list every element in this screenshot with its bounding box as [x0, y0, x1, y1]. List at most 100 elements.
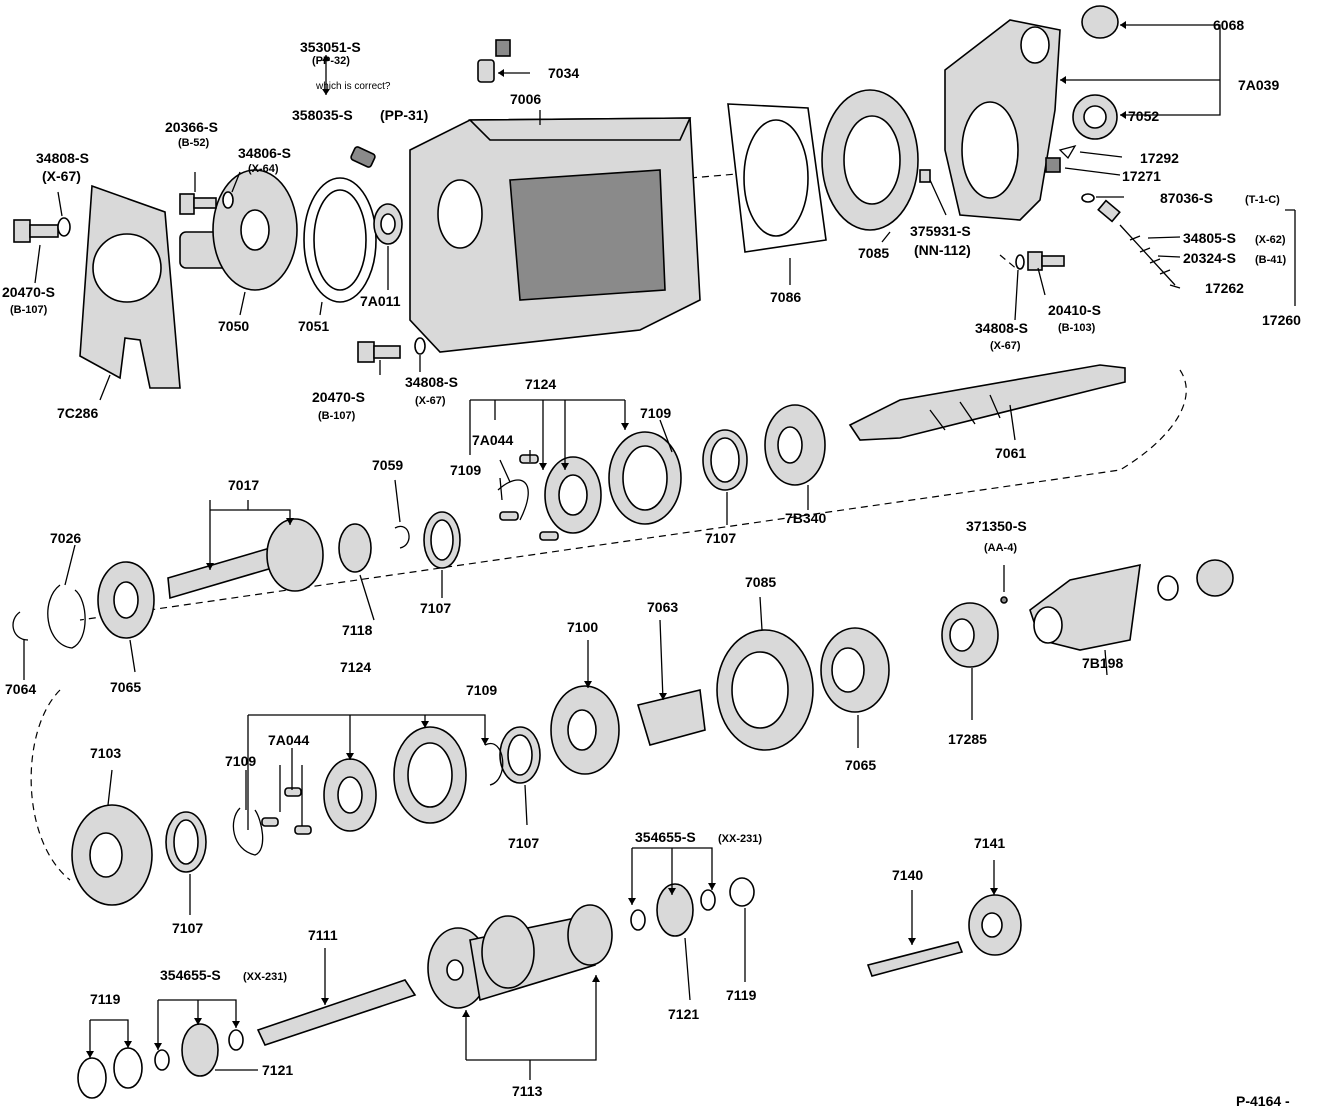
plug-358035 [350, 146, 376, 168]
label-375931: 375931-S [910, 223, 971, 239]
label-34806-code: (X-64) [248, 163, 279, 175]
spring-7109-top [497, 479, 529, 521]
label-20366: 20366-S [165, 119, 218, 135]
label-7111: 7111 [308, 927, 338, 943]
label-7121-left: 7121 [262, 1062, 293, 1078]
label-354655-right-code: (XX-231) [718, 833, 762, 845]
extension-housing-7A039 [944, 19, 1061, 221]
speedometer-gear-17260 [1097, 199, 1176, 286]
label-20324-code: (B-41) [1255, 254, 1287, 266]
label-7A039: 7A039 [1238, 77, 1279, 93]
label-7059: 7059 [372, 457, 403, 473]
yoke-7B198 [1029, 563, 1141, 651]
label-87036: 87036-S [1160, 190, 1213, 206]
gear-7063 [636, 689, 706, 746]
cluster-gear-7113 [427, 904, 613, 1009]
label-20410: 20410-S [1048, 302, 1101, 318]
label-371350: 371350-S [966, 518, 1027, 534]
oring-87036 [1081, 193, 1095, 203]
vent-7034 [477, 39, 511, 83]
label-7B340: 7B340 [785, 510, 826, 526]
assembly-path-upper [79, 171, 1187, 621]
label-20410-code: (B-103) [1058, 322, 1096, 334]
label-20366-code: (B-52) [178, 137, 210, 149]
label-7121-right: 7121 [668, 1006, 699, 1022]
label-7109-low-right: 7109 [466, 682, 497, 698]
snap-ring-7064 [12, 611, 29, 641]
label-7063: 7063 [647, 599, 678, 615]
label-7065-right: 7065 [845, 757, 876, 773]
label-353051-code: (PP-32) [312, 55, 350, 67]
label-7140: 7140 [892, 867, 923, 883]
washer-354655-right-a [630, 909, 646, 931]
label-17260: 17260 [1262, 312, 1301, 328]
label-7107-low: 7107 [508, 835, 539, 851]
mainshaft-7061 [848, 364, 1126, 441]
clip-17292 [1058, 144, 1077, 160]
label-7109-low-left: 7109 [225, 753, 256, 769]
label-34805-code: (X-62) [1255, 234, 1286, 246]
snap-ring-7059 [394, 525, 410, 549]
label-20470-mid-code: (B-107) [318, 410, 356, 422]
thrust-washer-7119-left-a [77, 1057, 107, 1099]
label-7109-top-left: 7109 [450, 462, 481, 478]
nut [1196, 559, 1234, 597]
label-7107-top: 7107 [705, 530, 736, 546]
washer-34808-mid [414, 337, 426, 355]
label-34808-left-code: (X-67) [42, 168, 81, 184]
label-17292: 17292 [1140, 150, 1179, 166]
label-353051: 353051-S [300, 39, 361, 55]
label-7065-left: 7065 [110, 679, 141, 695]
bolt-20470-top [13, 219, 59, 243]
label-7B198: 7B198 [1082, 655, 1123, 671]
label-7119-right: 7119 [726, 987, 757, 1003]
washer-354655-right-b [700, 889, 716, 911]
label-7085-top: 7085 [858, 245, 889, 261]
countershaft-7111 [256, 979, 417, 1046]
label-20324: 20324-S [1183, 250, 1236, 266]
label-7A011: 7A011 [360, 293, 401, 309]
label-7C286: 7C286 [57, 405, 98, 421]
label-7107-mid: 7107 [420, 600, 451, 616]
transmission-case-7006 [409, 117, 701, 353]
label-20470-left: 20470-S [2, 284, 55, 300]
label-7124-low: 7124 [340, 659, 371, 675]
label-6068: 6068 [1213, 17, 1244, 33]
plug-17271 [1045, 157, 1061, 173]
label-7026: 7026 [50, 530, 81, 546]
label-7051: 7051 [298, 318, 329, 334]
label-354655-left-code: (XX-231) [243, 971, 287, 983]
pin-375931 [919, 169, 931, 183]
label-17271: 17271 [1122, 168, 1161, 184]
spring-7109-right [484, 742, 504, 786]
bearing-rollers-7118 [338, 523, 372, 573]
label-34808-left: 34808-S [36, 150, 89, 166]
label-7124-top: 7124 [525, 376, 556, 392]
label-7052: 7052 [1128, 108, 1159, 124]
label-7017: 7017 [228, 477, 259, 493]
bolt-20410 [1027, 251, 1065, 271]
label-7107-left: 7107 [172, 920, 203, 936]
label-7050: 7050 [218, 318, 249, 334]
label-7034: 7034 [548, 65, 579, 81]
label-7A044-low: 7A044 [268, 732, 309, 748]
shaft-7140 [866, 941, 964, 977]
note-which-is-correct: which is correct? [315, 81, 391, 92]
bearing-rollers-7121-right [656, 883, 694, 937]
label-20470-left-code: (B-107) [10, 304, 48, 316]
label-34808-mid-code: (X-67) [415, 395, 446, 407]
assembly-path-lower [30, 689, 71, 881]
label-354655-left: 354655-S [160, 967, 221, 983]
washer-34806 [222, 191, 234, 209]
spring-7109-left [232, 807, 264, 856]
label-20470-mid: 20470-S [312, 389, 365, 405]
label-7A044-top: 7A044 [472, 432, 513, 448]
washer-354655-left-a [154, 1049, 170, 1071]
thrust-washer-7119-left-b [113, 1047, 143, 1089]
label-34805: 34805-S [1183, 230, 1236, 246]
label-7085-mid: 7085 [745, 574, 776, 590]
part-labels: 6068 7A039 7052 17292 17271 87036-S (T-1… [2, 17, 1301, 1109]
thrust-washer-7119-right [729, 877, 755, 907]
